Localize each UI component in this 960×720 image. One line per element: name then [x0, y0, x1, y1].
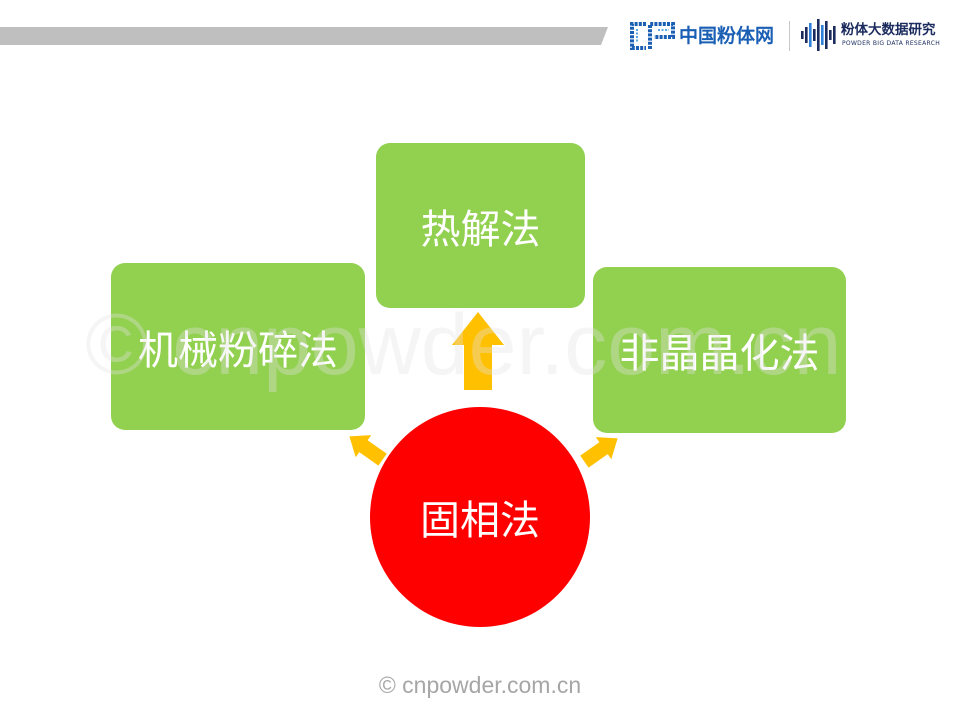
research-logo-subtitle: POWDER BIG DATA RESEARCH — [842, 40, 941, 47]
header-stripe — [0, 27, 608, 45]
cp-logo-icon — [630, 22, 675, 50]
node-thermal-decomposition: 热解法 — [376, 143, 585, 308]
connector-arrow-top — [452, 312, 504, 390]
logo-divider — [789, 21, 790, 51]
cp-logo-c-stroke — [630, 22, 646, 50]
waveform-bar — [801, 31, 804, 39]
node-label: 机械粉碎法 — [138, 327, 338, 374]
cnpowder-logo-name: 中国粉体网 — [679, 25, 775, 47]
waveform-bar — [805, 27, 808, 43]
connector-arrow-left — [349, 435, 387, 466]
cp-logo-inner-dots — [636, 29, 669, 43]
node-mechanical-milling: 机械粉碎法 — [111, 263, 365, 430]
waveform-bar — [821, 25, 824, 45]
waveform-bars-icon — [801, 19, 836, 51]
connector-arrow-right — [580, 437, 618, 468]
node-label: 非晶晶化法 — [619, 331, 820, 377]
waveform-bar — [829, 30, 832, 40]
waveform-bar — [817, 19, 820, 51]
waveform-bar — [825, 21, 828, 49]
waveform-bar — [833, 26, 836, 44]
waveform-bar — [809, 23, 812, 47]
node-amorphous-crystallization: 非晶晶化法 — [593, 267, 846, 433]
node-label: 热解法 — [420, 206, 541, 253]
cp-logo-p-stroke — [648, 22, 675, 49]
header-stripe-shape — [0, 27, 608, 45]
center-node-solid-phase: 固相法 — [370, 407, 590, 627]
research-logo-name: 粉体大数据研究 — [841, 22, 936, 38]
waveform-bar — [813, 29, 816, 41]
footer-copyright: © cnpowder.com.cn — [378, 672, 582, 698]
center-node-label: 固相法 — [420, 498, 540, 544]
